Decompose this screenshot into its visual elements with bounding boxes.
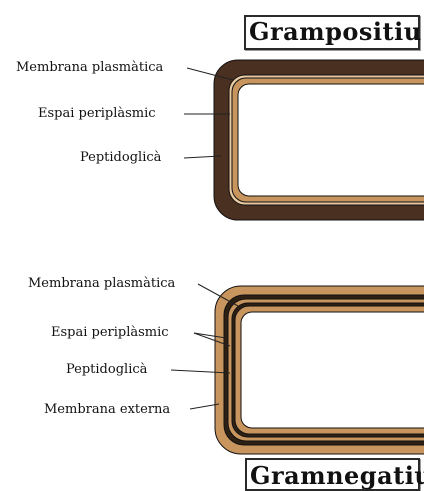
gp-peptidoglycan-label: Peptidoglicà (80, 150, 161, 166)
gn-outer-membrane-label: Membrana externa (44, 402, 170, 418)
gram-negative-title: Gramnegatiu (245, 458, 420, 491)
gram-negative-envelope (215, 286, 424, 454)
gn-periplasmic-space-label: Espai periplàsmic (51, 325, 169, 341)
gram-positive-envelope (214, 60, 424, 220)
gram-positive-title: Grampositiu (244, 15, 420, 50)
gn-plasma-membrane-label: Membrana plasmàtica (28, 276, 175, 292)
gn-peptidoglycan-label: Peptidoglicà (66, 362, 147, 378)
gram-positive-cytoplasm (238, 84, 424, 196)
gp-plasma-membrane-label: Membrana plasmàtica (16, 60, 163, 76)
gram-negative-cytoplasm (241, 312, 424, 428)
gp-periplasmic-space-label: Espai periplàsmic (38, 106, 156, 122)
